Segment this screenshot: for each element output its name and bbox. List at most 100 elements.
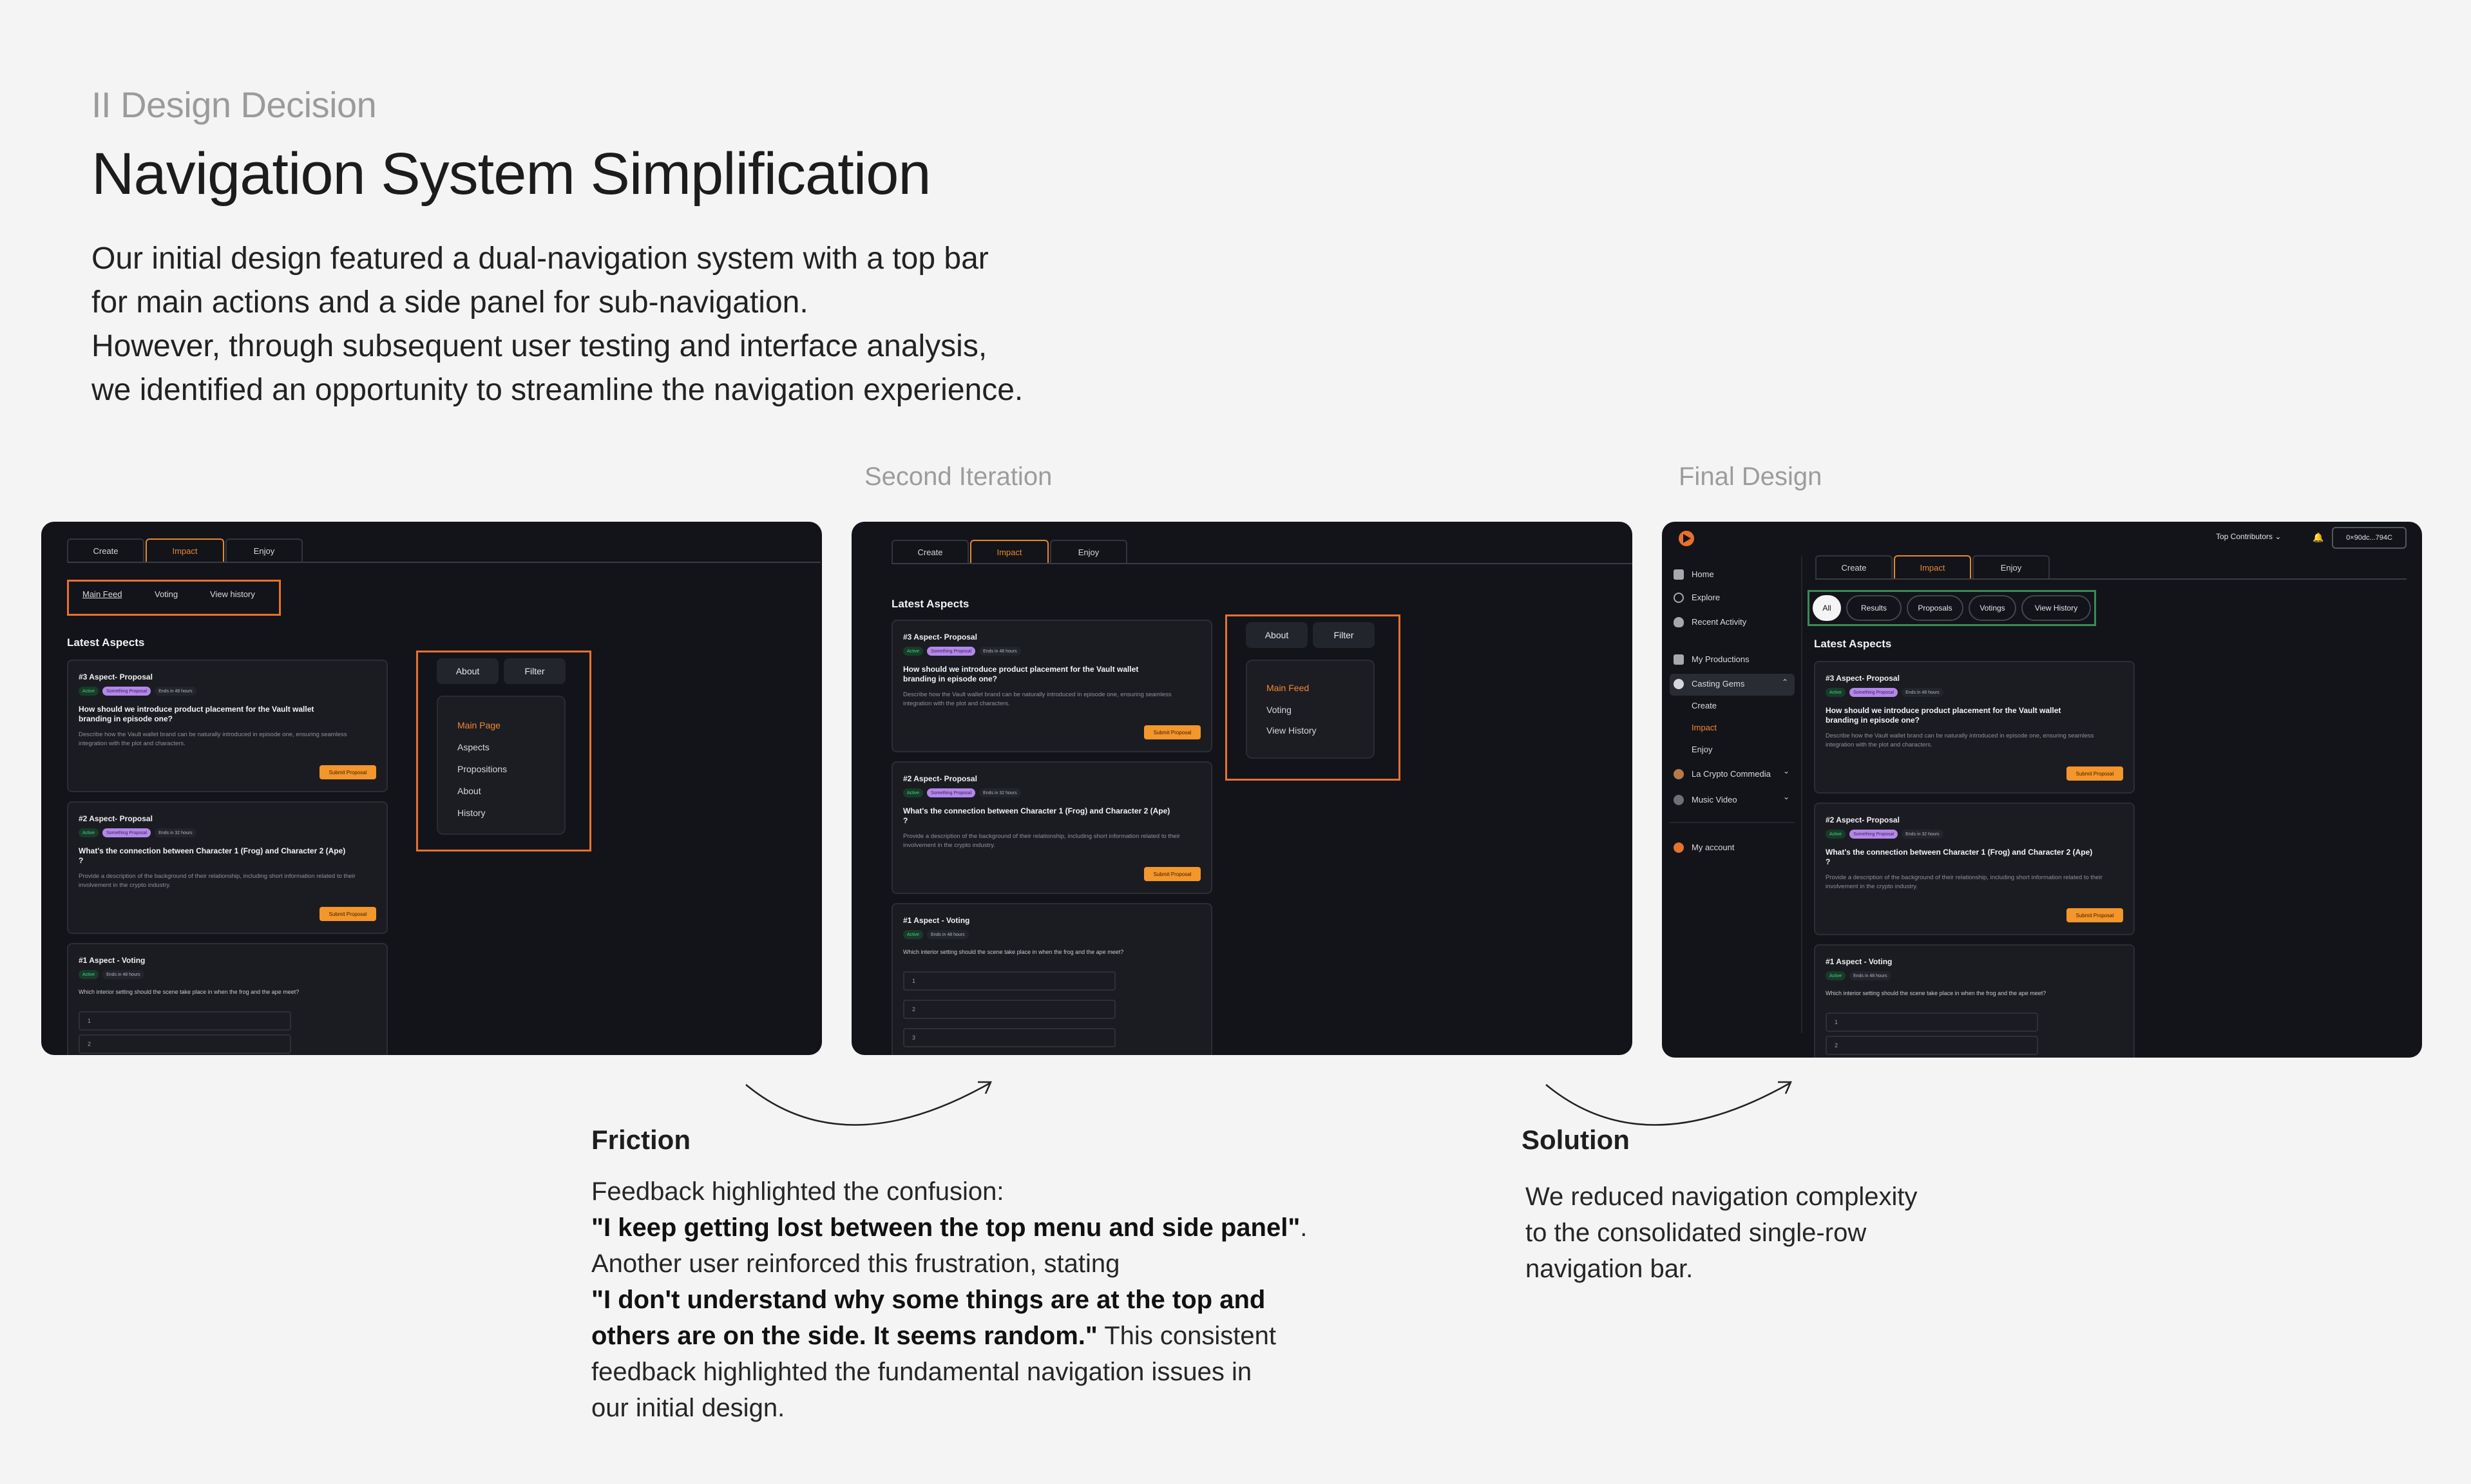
- menu-item-history[interactable]: History: [457, 808, 486, 818]
- chip-results[interactable]: Results: [1846, 595, 1902, 621]
- vote-option[interactable]: 1: [903, 971, 1116, 991]
- home-icon: [1674, 569, 1684, 580]
- card-title: #3 Aspect- Proposal: [1826, 674, 1900, 683]
- card-title: #2 Aspect- Proposal: [79, 814, 153, 823]
- project-avatar: [1674, 679, 1684, 689]
- sidebar-item-label: Casting Gems: [1692, 679, 1745, 689]
- friction-quote: "I don't understand why some things are …: [591, 1286, 1266, 1314]
- side-menu: Main Page Aspects Propositions About His…: [437, 696, 566, 835]
- curved-arrow-icon: [745, 1081, 992, 1126]
- bell-icon[interactable]: 🔔: [2313, 532, 2324, 542]
- solution-heading: Solution: [1522, 1125, 1630, 1155]
- submit-proposal-button[interactable]: Submit Proposal: [2066, 766, 2123, 781]
- section-eyebrow: II Design Decision: [91, 84, 377, 125]
- status-badge: Active: [79, 828, 99, 837]
- sidebar-item-my-productions[interactable]: My Productions: [1692, 654, 1750, 664]
- vote-option[interactable]: 2: [79, 1034, 291, 1054]
- status-badge: Active: [903, 647, 924, 656]
- status-badge: Active: [1826, 830, 1846, 839]
- friction-quote: others are on the side. It seems random.…: [591, 1322, 1098, 1350]
- vote-option[interactable]: 1: [79, 1011, 291, 1031]
- account-icon: [1674, 842, 1684, 853]
- vote-option[interactable]: 1: [1826, 1013, 2038, 1032]
- card-question: How should we introduce product placemen…: [903, 665, 1139, 683]
- project-avatar: [1674, 795, 1684, 805]
- filter-button[interactable]: Filter: [1313, 622, 1375, 648]
- menu-item-view-history[interactable]: View History: [1266, 725, 1317, 736]
- sidebar-item-recent-activity[interactable]: Recent Activity: [1692, 617, 1747, 627]
- card-title: #2 Aspect- Proposal: [1826, 815, 1900, 824]
- tab-create[interactable]: Create: [892, 540, 969, 563]
- tab-impact[interactable]: Impact: [146, 538, 224, 562]
- menu-item-about[interactable]: About: [457, 786, 481, 796]
- tab-enjoy[interactable]: Enjoy: [225, 538, 303, 562]
- menu-item-propositions[interactable]: Propositions: [457, 764, 508, 774]
- sidebar-item-home[interactable]: Home: [1692, 569, 1714, 579]
- intro-paragraph: Our initial design featured a dual-navig…: [91, 237, 1199, 412]
- submit-proposal-button[interactable]: Submit Proposal: [320, 907, 376, 921]
- chip-votings[interactable]: Votings: [1969, 595, 2016, 621]
- vote-option[interactable]: 2: [1826, 1036, 2038, 1055]
- subnav-view-history[interactable]: View history: [210, 589, 255, 599]
- top-contributors-label: Top Contributors: [2216, 532, 2273, 541]
- time-badge: Ends in 48 hours: [927, 930, 969, 939]
- sidebar-subitem-create[interactable]: Create: [1692, 701, 1717, 710]
- tab-impact[interactable]: Impact: [1894, 555, 1971, 578]
- intro-line: for main actions and a side panel for su…: [91, 285, 808, 319]
- submit-proposal-button[interactable]: Submit Proposal: [320, 765, 376, 779]
- about-button[interactable]: About: [437, 658, 499, 684]
- tab-create[interactable]: Create: [67, 538, 144, 562]
- solution-line: to the consolidated single-row: [1525, 1219, 1867, 1247]
- status-badge: Active: [79, 970, 99, 979]
- submit-proposal-button[interactable]: Submit Proposal: [1144, 867, 1201, 881]
- type-badge: Something Proposal: [1849, 830, 1898, 839]
- subnav-highlight: [67, 580, 281, 616]
- sidebar-item-music-video[interactable]: Music Video: [1692, 795, 1737, 804]
- submit-proposal-button[interactable]: Submit Proposal: [1144, 725, 1201, 739]
- sidebar-item-la-crypto-commedia[interactable]: La Crypto Commedia: [1692, 769, 1771, 779]
- sidebar-divider: [1801, 556, 1802, 1033]
- project-avatar: [1674, 769, 1684, 779]
- vote-option[interactable]: 3: [903, 1028, 1116, 1047]
- sidebar-subitem-impact[interactable]: Impact: [1692, 723, 1717, 732]
- menu-item-main-feed[interactable]: Main Feed: [1266, 683, 1310, 693]
- about-button[interactable]: About: [1246, 622, 1308, 648]
- sidebar-item-explore[interactable]: Explore: [1692, 593, 1721, 602]
- tab-divider: [892, 563, 1632, 564]
- card-question: What's the connection between Character …: [903, 806, 1170, 825]
- friction-heading: Friction: [591, 1125, 691, 1155]
- curved-arrow-icon: [1545, 1081, 1792, 1126]
- sidebar-item-casting-gems[interactable]: [1670, 674, 1795, 696]
- tab-create[interactable]: Create: [1815, 555, 1893, 578]
- friction-line: our initial design.: [591, 1394, 785, 1422]
- card-description: Provide a description of the background …: [903, 833, 1180, 849]
- filter-button[interactable]: Filter: [504, 658, 566, 684]
- subnav-main-feed[interactable]: Main Feed: [82, 589, 122, 599]
- status-badge: Active: [903, 788, 924, 797]
- menu-item-main-page[interactable]: Main Page: [457, 720, 501, 730]
- sidebar-item-my-account[interactable]: My account: [1692, 842, 1735, 852]
- time-badge: Ends in 32 hours: [979, 788, 1021, 797]
- sidebar-separator: [1670, 822, 1795, 823]
- chip-proposals[interactable]: Proposals: [1907, 595, 1963, 621]
- intro-line: However, through subsequent user testing…: [91, 329, 987, 363]
- top-contributors-menu[interactable]: Top Contributors ⌄: [2216, 532, 2281, 541]
- menu-item-aspects[interactable]: Aspects: [457, 742, 490, 752]
- sidebar-subitem-enjoy[interactable]: Enjoy: [1692, 745, 1713, 754]
- vote-option[interactable]: 2: [903, 1000, 1116, 1019]
- tab-impact[interactable]: Impact: [970, 540, 1049, 563]
- wallet-address-button[interactable]: 0×90dc...794C: [2332, 527, 2407, 549]
- chip-all[interactable]: All: [1813, 595, 1841, 621]
- chip-view-history[interactable]: View History: [2021, 595, 2091, 621]
- menu-item-voting[interactable]: Voting: [1266, 705, 1292, 715]
- status-badge: Active: [1826, 688, 1846, 697]
- tab-enjoy[interactable]: Enjoy: [1050, 540, 1127, 563]
- type-badge: Something Proposal: [927, 647, 976, 656]
- subnav-voting[interactable]: Voting: [155, 589, 178, 599]
- submit-proposal-button[interactable]: Submit Proposal: [2066, 908, 2123, 922]
- tab-enjoy[interactable]: Enjoy: [1972, 555, 2050, 578]
